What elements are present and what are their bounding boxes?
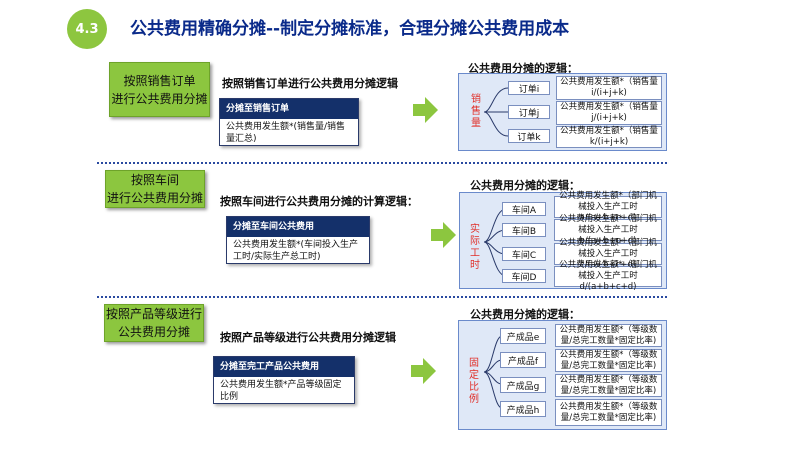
method-box-header: 分摊至车间公共费用: [227, 217, 369, 237]
formula-desc: 公共费用发生额*（销售量k/(i+j+k): [556, 126, 662, 148]
section-label-line: 进行公共费用分摊: [106, 191, 203, 205]
node-product-e: 产成品e: [500, 328, 546, 344]
section-label-line: 按照产品等级进行: [105, 307, 202, 321]
logic-title: 公共费用分摊的逻辑：: [470, 308, 580, 321]
method-box: 分摊至完工产品公共费用 公共费用发生额*产品等级固定比例: [213, 356, 355, 404]
node-product-f: 产成品f: [500, 352, 546, 368]
logic-title: 公共费用分摊的逻辑：: [470, 179, 580, 192]
green-arrow-icon: [413, 97, 438, 123]
method-box-body: 公共费用发生额*产品等级固定比例: [220, 380, 342, 402]
method-box-header: 分摊至完工产品公共费用: [214, 357, 354, 377]
green-arrow-icon: [411, 358, 436, 384]
section-subhead: 按照产品等级进行公共费用分摊逻辑: [220, 331, 396, 344]
formula-desc: 公共费用发生额*（等级数量/总完工数量*固定比率): [555, 374, 662, 397]
section-subhead: 按照销售订单进行公共费用分摊逻辑: [222, 77, 398, 90]
method-box-body: 公共费用发生额*(车间投入生产工时/实际生产总工时): [233, 240, 359, 262]
branch-lines: [483, 87, 509, 137]
node-order-k: 订单k: [508, 129, 550, 143]
formula-desc: 公共费用发生额*（部门机械投入生产工时c/(a+b+c+d): [554, 238, 662, 270]
node-product-g: 产成品g: [500, 377, 546, 393]
section-label-line: 按照销售订单: [123, 73, 196, 88]
section-label-line: 进行公共费用分摊: [111, 91, 208, 106]
section-subhead: 按照车间进行公共费用分摊的计算逻辑：: [220, 195, 418, 208]
formula-desc: 公共费用发生额*（等级数量/总完工数量*固定比率): [555, 324, 662, 347]
node-order-j: 订单j: [508, 105, 550, 119]
formula-desc: 公共费用发生额*（销售量i/(i+j+k): [556, 76, 662, 100]
green-arrow-icon: [431, 222, 456, 248]
formula-desc: 公共费用发生额*（等级数量/总完工数量*固定比率): [555, 349, 662, 372]
node-workshop-a: 车间A: [502, 202, 546, 216]
method-box: 分摊至销售订单 公共费用发生额*(销售量/销售量汇总): [219, 98, 359, 146]
section-label-product-grade: 按照产品等级进行 公共费用分摊: [104, 304, 204, 342]
logic-title: 公共费用分摊的逻辑：: [468, 62, 578, 75]
section-label-sales-order: 按照销售订单 进行公共费用分摊: [109, 62, 210, 117]
method-box: 分摊至车间公共费用 公共费用发生额*(车间投入生产工时/实际生产总工时): [226, 216, 370, 264]
section-label-line: 按照车间: [130, 173, 179, 187]
page-title: 公共费用精确分摊--制定分摊标准，合理分摊公共费用成本: [130, 19, 570, 39]
formula-desc: 公共费用发生额*（部门机械投入生产工时b/(a+b+c+d): [554, 214, 662, 246]
method-box-body: 公共费用发生额*(销售量/销售量汇总): [226, 122, 346, 144]
vertical-label: 销售量: [471, 94, 481, 129]
method-box-header: 分摊至销售订单: [220, 99, 358, 119]
node-order-i: 订单i: [508, 81, 550, 95]
node-workshop-c: 车间C: [502, 247, 546, 261]
formula-desc: 公共费用发生额*（部门机械投入生产工时a/(a+b+c+d): [554, 191, 662, 223]
formula-desc: 公共费用发生额*（销售量j/(i+j+k): [556, 101, 662, 125]
section-number-badge: 4.3: [67, 9, 107, 49]
vertical-label: 固定比例: [469, 358, 479, 405]
formula-desc: 公共费用发生额*（等级数量/总完工数量*固定比率): [555, 399, 662, 426]
section-label-line: 公共费用分摊: [117, 325, 190, 339]
formula-desc: 公共费用发生额*（部门机械投入生产工时d/(a+b+c+d): [554, 260, 662, 292]
branch-lines: [483, 208, 507, 277]
branch-lines: [483, 335, 503, 409]
vertical-label: 实际工时: [470, 224, 480, 271]
section-label-workshop: 按照车间 进行公共费用分摊: [105, 170, 205, 208]
section-divider: [97, 296, 667, 298]
node-workshop-d: 车间D: [502, 269, 546, 283]
node-workshop-b: 车间B: [502, 223, 546, 237]
section-divider: [97, 162, 667, 164]
node-product-h: 产成品h: [500, 401, 546, 417]
